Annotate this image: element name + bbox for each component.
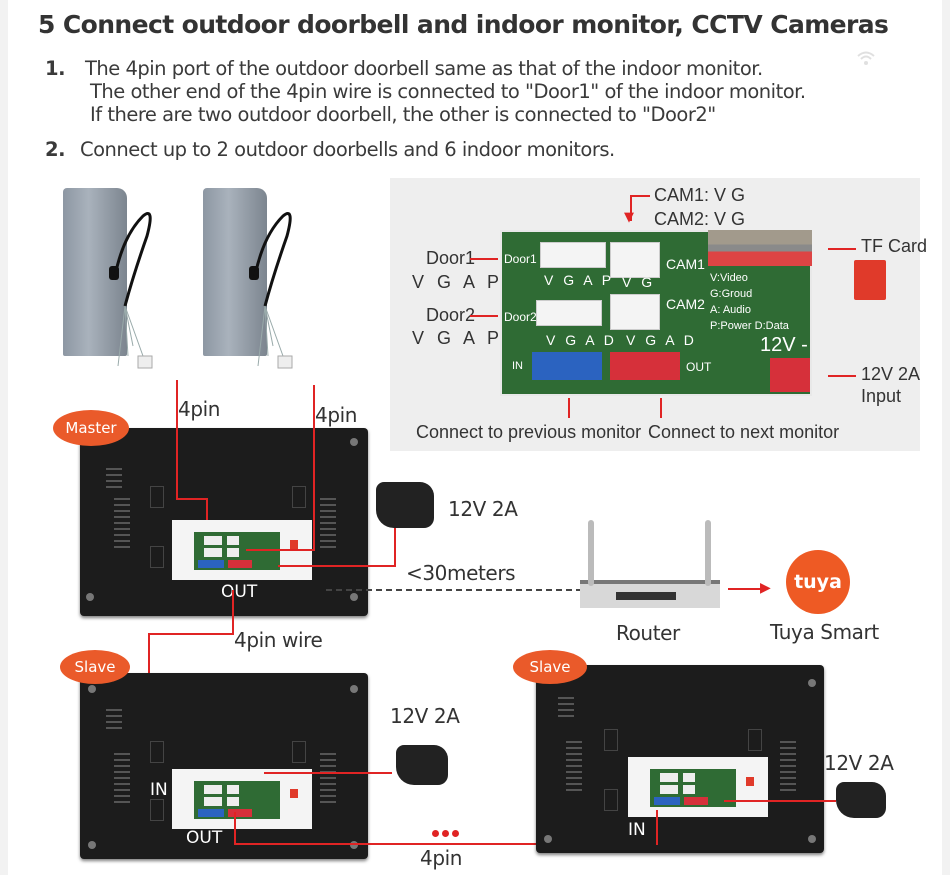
slave-monitor-2 (536, 665, 824, 853)
cam2-connector (610, 294, 660, 330)
master-monitor (80, 428, 368, 616)
arrow-down-icon: ▼ (624, 210, 634, 225)
door2-pins: V G A P (412, 328, 504, 348)
slave-link-label: 4pin (420, 846, 463, 870)
pcb-door1-pins: V G A P (544, 272, 615, 288)
slave1-in-label: IN (150, 780, 168, 800)
wireless-link (326, 589, 582, 591)
tuya-logo: tuya (786, 550, 850, 614)
legend-item: V:Video (710, 272, 748, 284)
master-badge: Master (53, 410, 129, 446)
doorbell-wire-label-2: 4pin (315, 403, 358, 427)
instruction-line: If there are two outdoor doorbell, the o… (90, 103, 716, 126)
power-connector (770, 358, 810, 392)
pcb-door1: Door1 (504, 252, 537, 266)
manual-page: 5 Connect outdoor doorbell and indoor mo… (8, 0, 942, 875)
link-wire-label: 4pin wire (234, 628, 323, 652)
wifi-icon (857, 51, 875, 65)
instruction-line: The other end of the 4pin wire is connec… (90, 80, 806, 103)
in-connector (532, 352, 602, 380)
pcb-cam-pins: V G (622, 274, 656, 290)
pcb-in-pins: V G A D (546, 332, 617, 348)
pcb-in: IN (512, 360, 523, 372)
cable-icon (113, 212, 153, 369)
pcb-board: Door1 Door2 V G A P V G CAM1 CAM2 V G A … (500, 230, 812, 396)
cam1-connector (610, 242, 660, 278)
tf-card-slot (708, 230, 812, 266)
slave-monitor-1 (80, 673, 368, 859)
door1-connector (540, 242, 606, 268)
doorbell-wire-label-1: 4pin (178, 397, 221, 421)
pcb-legend: V:Video G:Groud A: Audio P:Power D:Data (710, 270, 789, 334)
door2-label: Door2 (426, 305, 476, 325)
slave2-badge: Slave (513, 650, 587, 684)
master-out-label: OUT (221, 582, 258, 602)
arrow-right-icon: ▶ (760, 580, 771, 596)
power-adapter-icon (836, 782, 886, 818)
door1-label: Door1 (426, 248, 476, 268)
power-adapter-icon (396, 745, 448, 785)
pcb-door2: Door2 (504, 310, 537, 324)
slave2-power-label: 12V 2A (824, 751, 894, 775)
power-input-label: 12V 2A (861, 364, 921, 384)
router-label: Router (616, 621, 680, 645)
outdoor-doorbell-1 (63, 188, 153, 388)
mini-pinout (172, 769, 312, 829)
router-antenna (588, 520, 594, 586)
cam1-label: CAM1: V G (654, 185, 746, 205)
instruction-line: The 4pin port of the outdoor doorbell sa… (85, 57, 763, 80)
pcb-out: OUT (686, 360, 712, 374)
tf-card-icon (854, 260, 886, 300)
outdoor-doorbell-2 (203, 188, 293, 388)
router-antenna (705, 520, 711, 586)
master-power-label: 12V 2A (448, 497, 518, 521)
instruction-1: 1. The 4pin port of the outdoor doorbell … (45, 57, 806, 126)
camera-lens-icon (249, 266, 259, 280)
mini-pinout (628, 757, 768, 817)
instruction-number: 1. (45, 57, 65, 80)
tf-card-label: TF Card (861, 236, 928, 256)
more-dots-icon (432, 822, 462, 841)
door2-connector (536, 300, 602, 326)
instruction-line: Connect up to 2 outdoor doorbells and 6 … (80, 138, 615, 161)
cam2-label: CAM2: V G (654, 209, 746, 229)
pcb-power: 12V - (760, 334, 808, 356)
legend-item: G:Groud (710, 288, 753, 300)
next-monitor-label: Connect to next monitor (648, 422, 840, 442)
power-adapter-icon (376, 482, 434, 528)
pcb-out-pins: V G A D (626, 332, 697, 348)
slave1-out-label: OUT (186, 828, 223, 848)
door1-pins: V G A P (412, 272, 504, 292)
distance-label: <30meters (406, 561, 516, 585)
instruction-number: 2. (45, 138, 65, 161)
slave1-badge: Slave (60, 650, 130, 684)
power-input-label-2: Input (861, 386, 902, 406)
router-icon (580, 580, 720, 608)
slave1-power-label: 12V 2A (390, 704, 460, 728)
pcb-cam1: CAM1 (666, 256, 705, 272)
tuya-label: Tuya Smart (770, 620, 879, 644)
pcb-cam2: CAM2 (666, 296, 705, 312)
instruction-2: 2. Connect up to 2 outdoor doorbells and … (45, 138, 615, 161)
section-title: 5 Connect outdoor doorbell and indoor mo… (38, 10, 889, 39)
cable-icon (253, 212, 293, 369)
legend-item: A: Audio (710, 304, 751, 316)
slave2-in-label: IN (628, 820, 646, 840)
out-connector (610, 352, 680, 380)
legend-item: P:Power D:Data (710, 320, 789, 332)
prev-monitor-label: Connect to previous monitor (416, 422, 642, 442)
camera-lens-icon (109, 266, 119, 280)
